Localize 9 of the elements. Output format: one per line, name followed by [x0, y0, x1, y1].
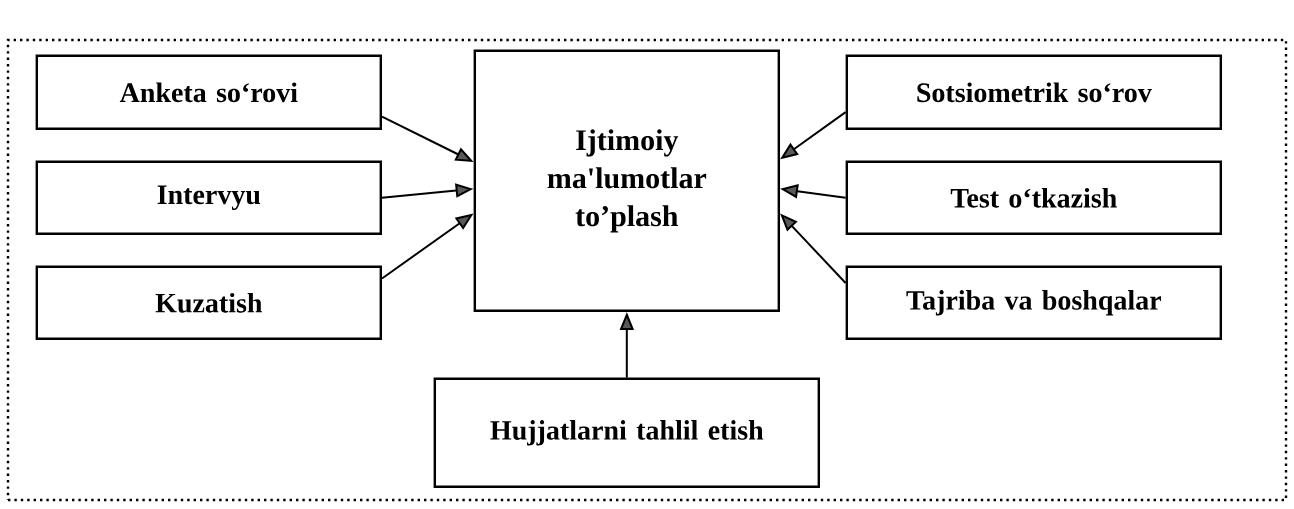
- text-box: Kuzatish: [35, 265, 382, 340]
- text-box: Test o‘tkazish: [845, 160, 1222, 235]
- text-box: Tajriba va boshqalar: [845, 265, 1222, 340]
- text-box: Sotsiometrik so‘rov: [845, 54, 1222, 130]
- text-box: Anketa so‘rovi: [35, 54, 382, 130]
- center-box: Ijtimoiy ma'lumotlar to’plash: [473, 49, 780, 312]
- text-box: Hujjatlarni tahlil etish: [433, 377, 820, 488]
- text-box: Intervyu: [35, 160, 382, 235]
- dotted-frame: [6, 38, 1288, 502]
